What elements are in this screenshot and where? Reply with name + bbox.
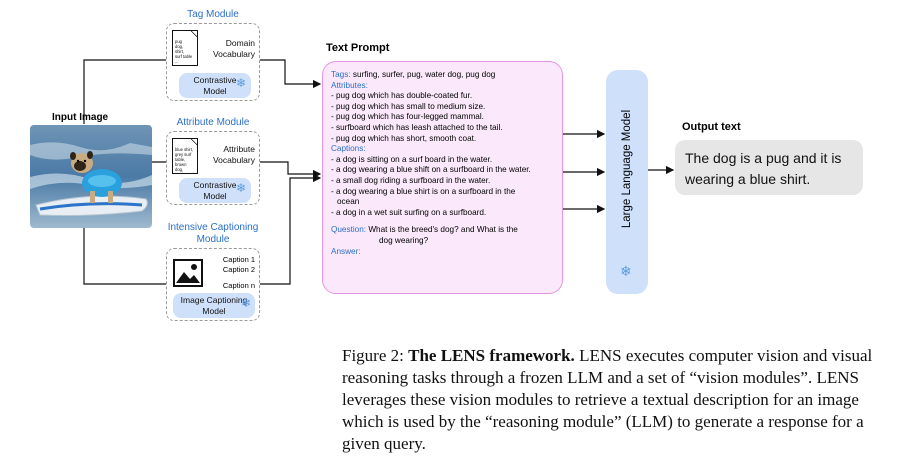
prompt-attributes-label: Attributes: (331, 80, 368, 90)
captioning-module-title: Intensive Captioning Module (160, 222, 266, 246)
wire-input-to-captioning (83, 228, 166, 285)
text-prompt-title: Text Prompt (326, 42, 390, 54)
attribute-document-text: blue shirt, grey surf table, brown dog, … (175, 147, 194, 173)
caption-1: Caption 1 (222, 255, 255, 264)
snowflake-icon: ❄ (235, 181, 246, 195)
prompt-attribute-item: - pug dog which has four-legged mammal. (331, 112, 484, 122)
snowflake-icon: ❄ (240, 296, 251, 310)
output-text-value: The dog is a pug and it is wearing a blu… (685, 150, 842, 187)
text-prompt-box: Tags: surfing, surfer, pug, water dog, p… (322, 61, 563, 294)
prompt-question-line: Question: What is the breed's dog? and W… (331, 225, 554, 236)
prompt-caption-item: - a dog wearing a blue shift on a surfbo… (331, 165, 531, 175)
tag-vocabulary-label: Domain Vocabulary (213, 38, 255, 60)
caption-bold: The LENS framework. (408, 346, 575, 365)
prompt-tags-label: Tags: (331, 70, 351, 79)
tag-module: pug dog, shirt, surf table ... Domain Vo… (166, 23, 260, 101)
prompt-caption-item: - a dog wearing a blue shirt is on a sur… (331, 186, 516, 196)
caption-prefix: Figure 2: (342, 346, 409, 365)
caption-2: Caption 2 (222, 265, 255, 274)
prompt-caption-item: ocean (337, 197, 360, 207)
prompt-answer-label: Answer: (331, 246, 361, 256)
prompt-attribute-item: - pug dog which has short, smooth coat. (331, 133, 477, 143)
prompt-question-line1: What is the breed's dog? and What is the (366, 225, 518, 235)
prompt-captions-label: Captions: (331, 144, 366, 154)
tag-document-text: pug dog, shirt, surf table ... (175, 39, 193, 64)
tag-module-title: Tag Module (187, 9, 239, 20)
tag-document-icon: pug dog, shirt, surf table ... (172, 30, 198, 66)
large-language-model-block: Large Language Model ❄ (606, 70, 648, 294)
prompt-attribute-item: - pug dog which has double-coated fur. (331, 91, 473, 101)
wire-attribute-to-prompt (260, 161, 322, 179)
attribute-module: blue shirt, grey surf table, brown dog, … (166, 131, 260, 205)
output-text-title: Output text (682, 121, 741, 133)
snowflake-icon: ❄ (235, 76, 246, 90)
tag-contrastive-model: Contrastive Model ❄ (179, 73, 251, 98)
figure-caption: Figure 2: The LENS framework. LENS execu… (342, 345, 878, 455)
captioning-model-line2: Model (202, 306, 226, 316)
captioning-module: Caption 1 Caption 2 Caption n Image Capt… (166, 248, 260, 321)
tag-model-line2: Model (203, 86, 227, 96)
attribute-contrastive-model: Contrastive Model ❄ (179, 178, 251, 203)
surfing-dog-picture (30, 125, 152, 228)
input-image (30, 125, 152, 228)
tag-vocab-line1: Domain (225, 38, 255, 48)
prompt-tags-line: Tags: surfing, surfer, pug, water dog, p… (331, 70, 554, 81)
image-icon (173, 259, 203, 287)
snowflake-icon: ❄ (620, 263, 632, 279)
captioning-title-line2: Module (196, 234, 230, 245)
attribute-document-icon: blue shirt, grey surf table, brown dog, … (172, 138, 198, 174)
prompt-caption-item: - a small dog riding a surfboard in the … (331, 175, 491, 185)
attribute-module-title: Attribute Module (176, 117, 250, 128)
attribute-vocabulary-label: Attribute Vocabulary (213, 144, 255, 166)
prompt-question-label: Question: (331, 225, 367, 235)
caption-n: Caption n (222, 281, 255, 290)
attribute-model-line1: Contrastive (193, 180, 237, 190)
prompt-spacer (331, 218, 554, 225)
prompt-caption-item: - a dog is sitting on a surf board in th… (331, 154, 493, 164)
image-captioning-model: Image Captioning Model ❄ (173, 293, 255, 318)
tag-model-line1: Contrastive (193, 75, 237, 85)
caption-list: Caption 1 Caption 2 Caption n (223, 255, 255, 291)
captioning-model-line1: Image Captioning (180, 295, 248, 305)
prompt-question-line2: dog wearing? (379, 235, 429, 245)
prompt-tags-value: surfing, surfer, pug, water dog, pug dog (350, 70, 496, 79)
caption-body: LENS executes computer vision and visual… (342, 346, 873, 453)
wire-captioning-to-prompt (260, 173, 322, 285)
prompt-attribute-item: - surfboard which has leash attached to … (331, 122, 503, 132)
output-text-box: The dog is a pug and it is wearing a blu… (675, 140, 863, 195)
llm-label: Large Language Model (621, 109, 633, 229)
attribute-vocab-line2: Vocabulary (212, 155, 255, 165)
tag-vocab-line2: Vocabulary (212, 49, 255, 59)
input-image-label: Input Image (52, 112, 109, 123)
prompt-attribute-item: - pug dog which has small to medium size… (331, 101, 486, 111)
wire-input-to-tag (83, 59, 166, 124)
captioning-title-line1: Intensive Captioning (167, 222, 259, 233)
wire-tag-to-prompt (260, 59, 322, 89)
attribute-vocab-line1: Attribute (223, 144, 255, 154)
prompt-caption-item: - a dog in a wet suit surfing on a surfb… (331, 207, 487, 217)
attribute-model-line2: Model (203, 191, 227, 201)
